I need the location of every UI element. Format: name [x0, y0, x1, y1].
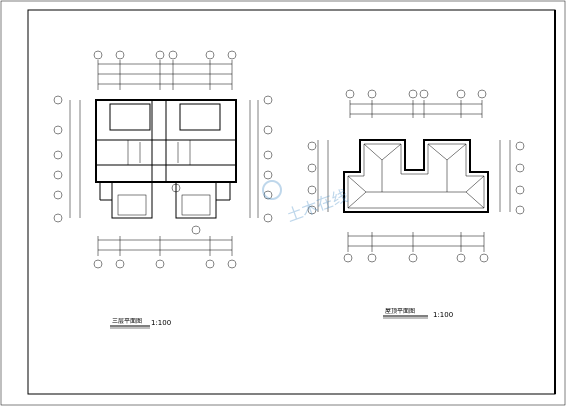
- title-block-left: 三层平面图 1:100: [110, 318, 171, 329]
- watermark: 土木在线: [262, 180, 351, 226]
- plan-scale-left: 1:100: [151, 319, 171, 327]
- axis-bubbles-bottom-left: [93, 259, 237, 269]
- axis-bubbles-left-side: [53, 95, 63, 223]
- axis-bubbles-bottom-right: [343, 253, 489, 263]
- watermark-text: 土木在线: [284, 186, 351, 226]
- plan-title-right: 屋顶平面图: [385, 308, 415, 315]
- axis-bubbles-top-left: [93, 50, 237, 60]
- floor-plan-left: [53, 50, 273, 269]
- roof-outline: [343, 139, 489, 213]
- inner-frame: [27, 9, 556, 395]
- title-block-right: 屋顶平面图 1:100: [383, 308, 453, 319]
- plan-scale-right: 1:100: [433, 311, 453, 319]
- roof-plan-right: [307, 89, 525, 263]
- axis-bubbles-right-side-left-plan: [263, 95, 273, 223]
- axis-bubbles-right-side: [307, 141, 525, 215]
- plan-title-left: 三层平面图: [112, 318, 142, 325]
- axis-bubbles-top-right: [345, 89, 487, 99]
